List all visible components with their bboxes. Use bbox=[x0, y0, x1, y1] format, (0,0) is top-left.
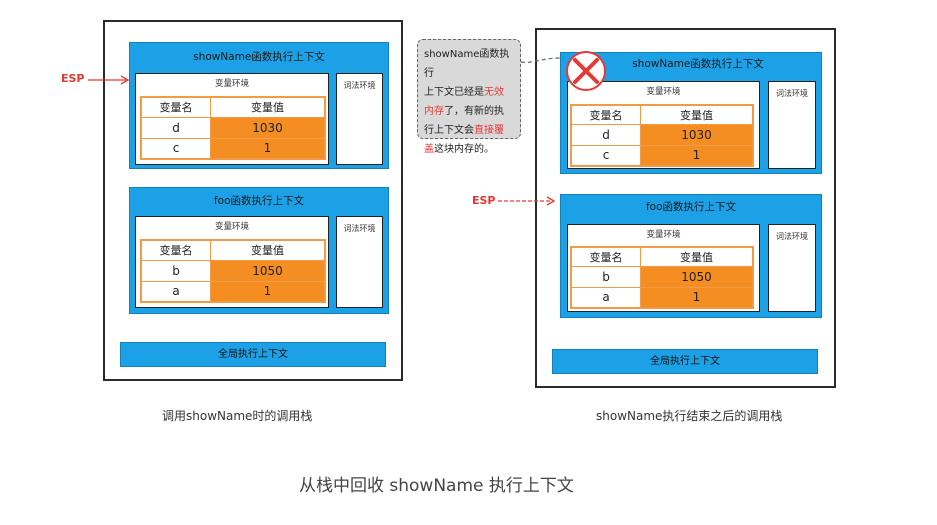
right-esp-arrow bbox=[498, 196, 556, 206]
table-cell-name: a bbox=[140, 280, 211, 303]
table-cell-name: c bbox=[140, 137, 211, 160]
right-showname-lexical-env-title: 词法环境 bbox=[776, 89, 808, 98]
table-cell-name: d bbox=[140, 116, 211, 139]
note-highlight: 无效 bbox=[484, 87, 504, 98]
left-foo-lexical-env-title: 词法环境 bbox=[343, 224, 376, 233]
right-showname-variable-env-title: 变量环境 bbox=[646, 87, 681, 97]
left-foo-lexical-env: 词法环境 bbox=[336, 216, 383, 308]
right-showname-lexical-env: 词法环境 bbox=[768, 81, 816, 169]
right-foo-context-title: foo函数执行上下文 bbox=[645, 201, 737, 213]
table-cell-name: b bbox=[570, 265, 641, 288]
left-esp-label: ESP bbox=[61, 72, 85, 85]
left-global-context: 全局执行上下文 bbox=[120, 342, 386, 367]
invalid-context-x-icon bbox=[566, 51, 606, 91]
table-header-name: 变量名 bbox=[140, 239, 211, 261]
note-line: 行上下文会直接覆 bbox=[424, 125, 504, 136]
note-connector bbox=[520, 57, 561, 64]
table-cell-name: b bbox=[140, 259, 211, 282]
note-highlight: 内存 bbox=[424, 106, 444, 117]
note-highlight: 盖 bbox=[424, 144, 434, 155]
table-cell-value: 1030 bbox=[640, 123, 754, 146]
table-cell-value: 1 bbox=[210, 280, 326, 303]
table-header-name: 变量名 bbox=[570, 246, 641, 267]
table-header-value: 变量值 bbox=[210, 239, 326, 261]
table-cell-value: 1050 bbox=[210, 259, 326, 282]
table-cell-value: 1 bbox=[640, 286, 754, 309]
table-header-name: 变量名 bbox=[140, 96, 211, 118]
right-foo-lexical-env-title: 词法环境 bbox=[776, 232, 808, 241]
right-foo-lexical-env: 词法环境 bbox=[768, 224, 816, 312]
note-highlight: 直接覆 bbox=[474, 125, 504, 136]
table-cell-value: 1 bbox=[210, 137, 326, 160]
left-caption: 调用showName时的调用栈 bbox=[162, 409, 313, 423]
left-esp-arrow bbox=[88, 75, 130, 85]
table-cell-value: 1050 bbox=[640, 265, 754, 288]
left-showname-lexical-env: 词法环境 bbox=[336, 73, 383, 165]
left-foo-context-title: foo函数执行上下文 bbox=[213, 195, 305, 207]
right-showname-context-title: showName函数执行上下文 bbox=[632, 58, 764, 70]
left-showname-context-title: showName函数执行上下文 bbox=[193, 51, 325, 63]
left-showname-variable-table: 变量名 变量值 d 1030 c 1 bbox=[140, 96, 326, 160]
note-line: showName函数执行 bbox=[424, 49, 510, 79]
table-cell-value: 1 bbox=[640, 144, 754, 167]
right-esp-label: ESP bbox=[472, 194, 496, 207]
note-line: 盖这块内存的。 bbox=[424, 144, 494, 155]
table-cell-name: a bbox=[570, 286, 641, 309]
note-line: 内存了，有新的执 bbox=[424, 106, 504, 117]
table-header-name: 变量名 bbox=[570, 104, 641, 125]
right-showname-variable-table: 变量名 变量值 d 1030 c 1 bbox=[570, 104, 754, 167]
right-global-context: 全局执行上下文 bbox=[552, 349, 818, 374]
table-header-value: 变量值 bbox=[640, 246, 754, 267]
figure-caption: 从栈中回收 showName 执行上下文 bbox=[299, 476, 574, 496]
table-cell-value: 1030 bbox=[210, 116, 326, 139]
annotation-note: showName函数执行 上下文已经是无效 内存了，有新的执 行上下文会直接覆 … bbox=[417, 39, 521, 155]
note-line: 上下文已经是无效 bbox=[424, 87, 504, 98]
left-showname-variable-env-title: 变量环境 bbox=[214, 79, 249, 89]
right-foo-variable-table: 变量名 变量值 b 1050 a 1 bbox=[570, 246, 754, 309]
left-showname-lexical-env-title: 词法环境 bbox=[343, 81, 376, 90]
table-header-value: 变量值 bbox=[210, 96, 326, 118]
table-cell-name: c bbox=[570, 144, 641, 167]
table-cell-name: d bbox=[570, 123, 641, 146]
table-header-value: 变量值 bbox=[640, 104, 754, 125]
right-foo-variable-env-title: 变量环境 bbox=[646, 230, 681, 240]
left-foo-variable-env-title: 变量环境 bbox=[214, 222, 249, 232]
right-caption: showName执行结束之后的调用栈 bbox=[596, 409, 783, 423]
left-foo-variable-table: 变量名 变量值 b 1050 a 1 bbox=[140, 239, 326, 303]
